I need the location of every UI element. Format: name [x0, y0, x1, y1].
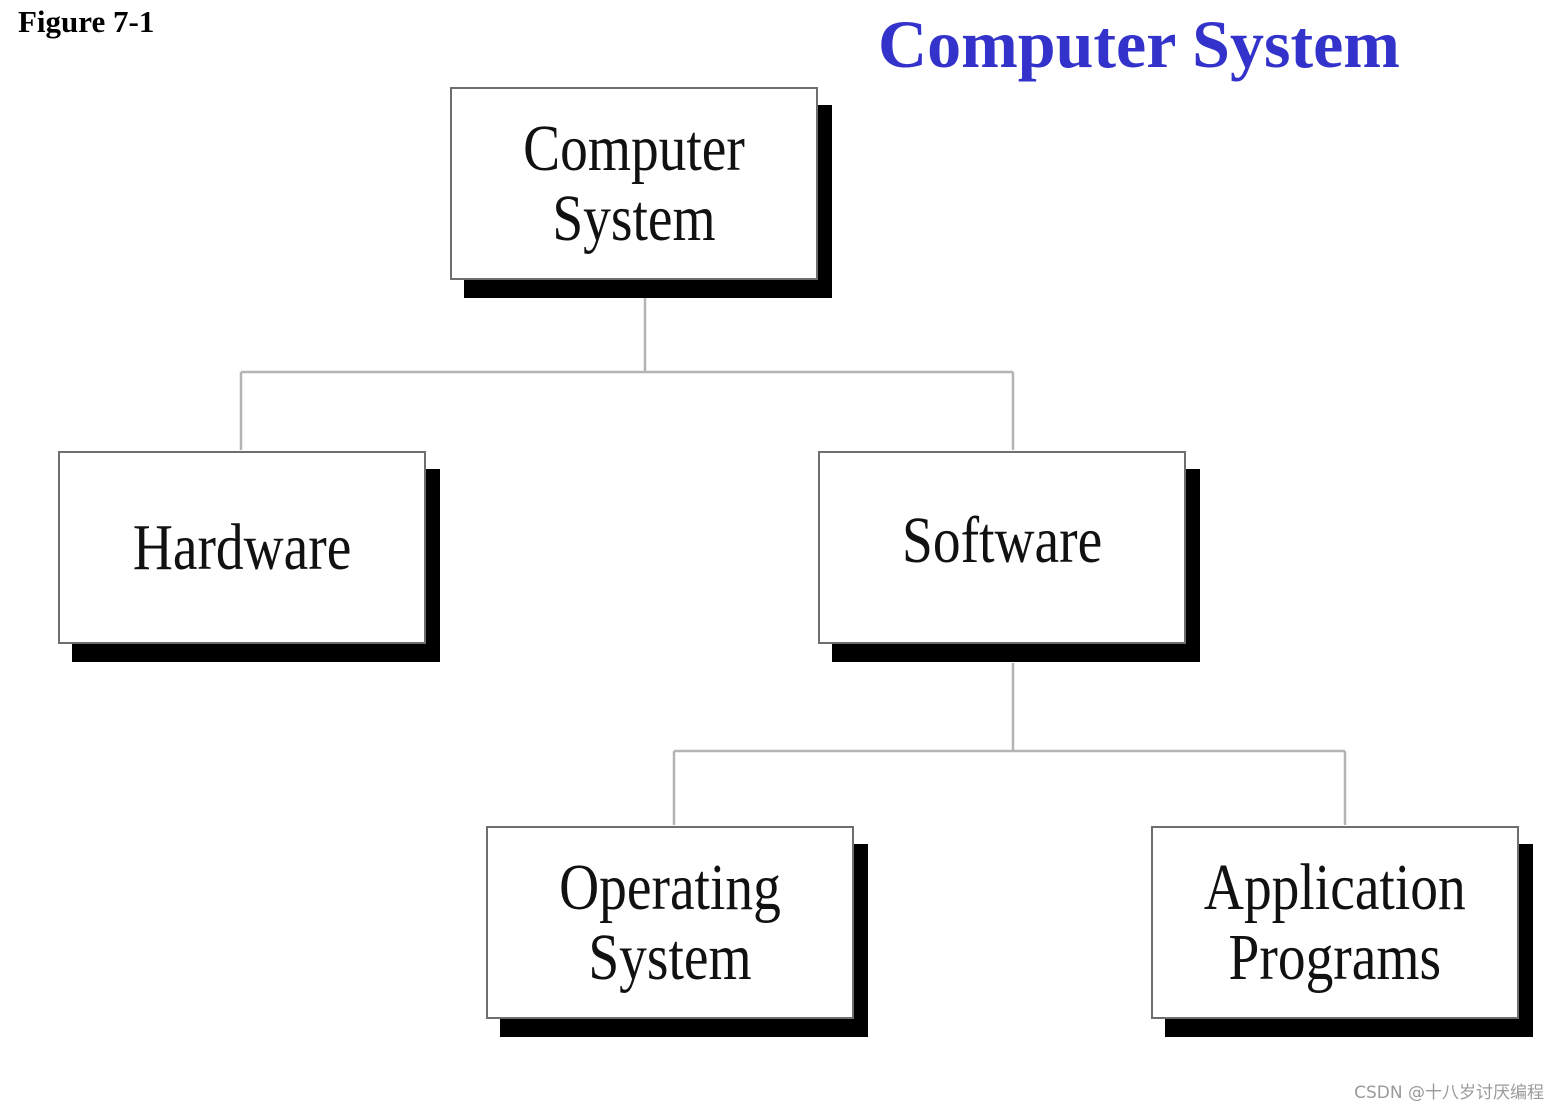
node-computer-system: Computer System [450, 87, 818, 280]
node-application-programs-line-2: Programs [1228, 920, 1442, 994]
node-software: Software [818, 451, 1186, 644]
node-application-programs: Application Programs [1151, 826, 1519, 1019]
node-software-label: Software [901, 503, 1103, 577]
figure-label: Figure 7-1 [18, 4, 155, 39]
node-computer-system-line-1: Computer [523, 111, 745, 185]
node-hardware: Hardware [58, 451, 426, 644]
node-operating-system: Operating System [486, 826, 854, 1019]
node-operating-system-label: Operating System [559, 850, 781, 994]
watermark: CSDN @十八岁讨厌编程 [1354, 1083, 1544, 1103]
node-application-programs-line-1: Application [1204, 850, 1466, 924]
node-operating-system-line-1: Operating [559, 850, 781, 924]
node-computer-system-label: Computer System [523, 111, 745, 255]
node-hardware-label: Hardware [132, 510, 352, 584]
page-title: Computer System [878, 6, 1400, 82]
node-operating-system-line-2: System [588, 920, 752, 994]
node-hardware-line-1: Hardware [132, 510, 352, 584]
node-software-line-1: Software [901, 503, 1103, 577]
node-computer-system-line-2: System [552, 181, 716, 255]
node-application-programs-label: Application Programs [1204, 850, 1466, 994]
